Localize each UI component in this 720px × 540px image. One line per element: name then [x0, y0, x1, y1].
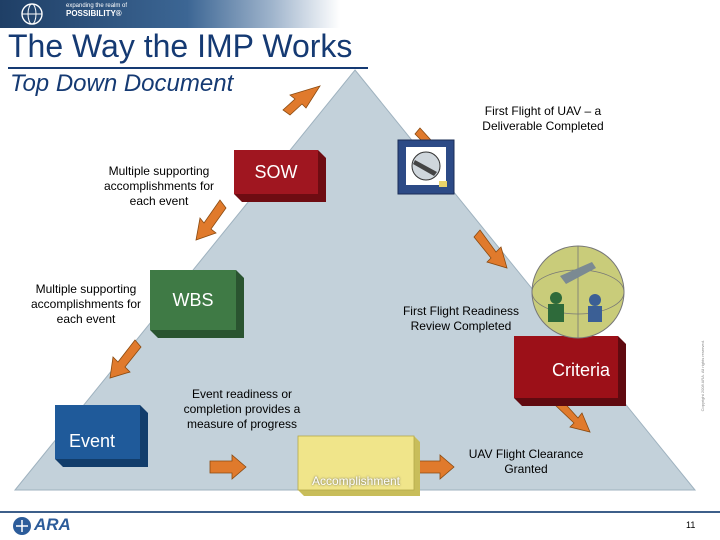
arrow-bottom-left [209, 454, 247, 480]
multiple-support-label-1: Multiple supporting accomplishments for … [103, 164, 215, 208]
copyright-note: Copyright 2008 ARA. All rights reserved. [700, 340, 705, 412]
accomplishment-box-shape [297, 435, 420, 496]
wbs-box: WBS [172, 289, 214, 310]
arrow-top-left [282, 85, 321, 116]
uav-clearance-label: UAV Flight Clearance Granted [468, 447, 584, 476]
globe-logo-icon [21, 3, 43, 25]
event-readiness-label: Event readiness or completion provides a… [183, 387, 301, 431]
criteria-box: Criteria [551, 359, 610, 380]
sow-box-shape [234, 150, 326, 202]
sow-box: SOW [254, 161, 298, 182]
uav-monitor-icon [397, 139, 455, 195]
arrow-wbs-left [109, 339, 142, 379]
ffr-review-label: First Flight Readiness Review Completed [402, 304, 520, 333]
arrow-right-lower [553, 397, 591, 433]
ara-logo-icon [13, 517, 31, 535]
page-number: 11 [686, 520, 696, 530]
footer-rule [0, 511, 720, 513]
event-box: Event [69, 430, 116, 451]
arrow-sow-left [195, 199, 227, 241]
wbs-box-shape [150, 270, 244, 338]
multiple-support-label-2: Multiple supporting accomplishments for … [30, 282, 142, 326]
page-subtitle: Top Down Document [10, 70, 234, 97]
title-underline [8, 67, 368, 69]
arrow-bottom-right [417, 454, 455, 480]
first-flight-label: First Flight of UAV – a Deliverable Comp… [482, 104, 604, 133]
ara-logo-text: ARA [34, 515, 71, 534]
event-box-shape [55, 405, 148, 467]
tagline-brand: POSSIBILITY® [66, 9, 122, 18]
header-tagline: expanding the realm of POSSIBILITY® [66, 3, 128, 18]
review-globe-icon [531, 245, 625, 339]
page-title: The Way the IMP Works [8, 28, 353, 64]
tagline-top: expanding the realm of [66, 3, 128, 9]
criteria-box-shape [514, 336, 626, 406]
header-banner [0, 0, 340, 28]
accomplishment-box: Accomplishment [311, 474, 401, 488]
arrow-right-middle [473, 229, 508, 269]
